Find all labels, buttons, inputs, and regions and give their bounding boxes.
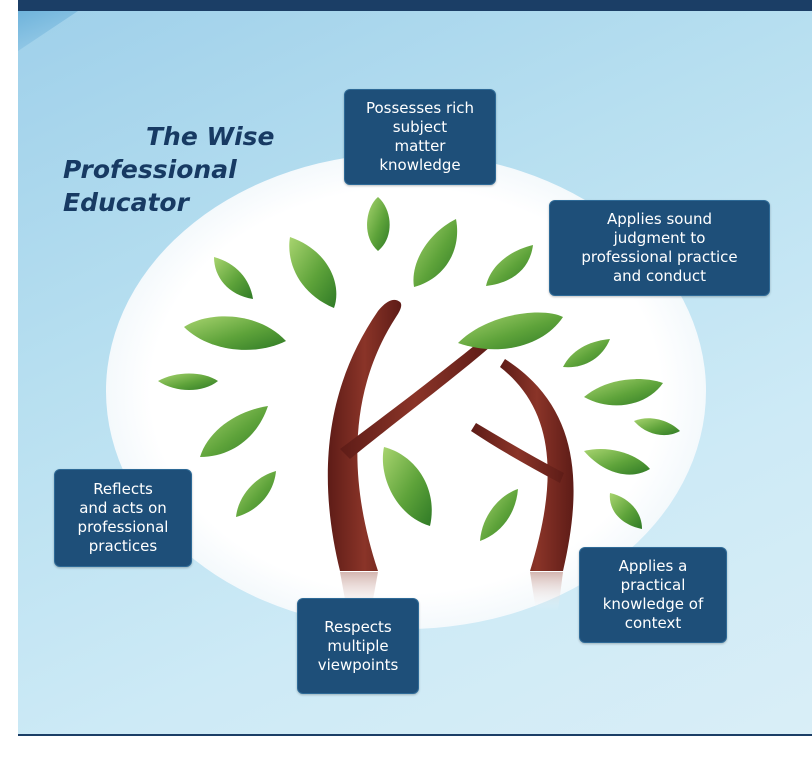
quality-line: and conduct (612, 267, 707, 285)
quality-box-sound-judgment: Applies sound judgment to professional p… (549, 200, 770, 296)
quality-line: knowledge (379, 156, 461, 174)
tree-trunk (327, 299, 574, 571)
leaves (158, 197, 680, 541)
quality-line: Applies sound (607, 210, 712, 228)
quality-line: judgment to (613, 229, 706, 247)
slide-frame: The Wise Professional Educator Possesses… (18, 0, 812, 761)
quality-line: professional practice (581, 248, 738, 266)
quality-line: practical (620, 576, 686, 594)
quality-line: practices (88, 537, 158, 555)
quality-line: and acts on (79, 499, 167, 517)
bottom-rule (18, 734, 812, 736)
quality-box-reflects: Reflects and acts on professional practi… (54, 469, 192, 567)
quality-line: knowledge of (602, 595, 704, 613)
title-line-1: The Wise (146, 122, 275, 151)
quality-line: matter (394, 137, 446, 155)
quality-line: Applies a (618, 557, 688, 575)
quality-line: Possesses rich (365, 99, 475, 117)
quality-line: Reflects (93, 480, 153, 498)
quality-line: professional (77, 518, 169, 536)
quality-box-viewpoints: Respects multiple viewpoints (297, 598, 419, 694)
quality-box-practical-knowledge: Applies a practical knowledge of context (579, 547, 727, 643)
quality-box-subject-knowledge: Possesses rich subject matter knowledge (344, 89, 496, 185)
top-bar (18, 0, 812, 11)
quality-line: context (624, 614, 682, 632)
quality-line: subject (392, 118, 448, 136)
quality-line: Respects (324, 617, 392, 636)
title-line-3: Educator (63, 188, 189, 217)
quality-line: viewpoints (317, 655, 399, 674)
title-line-2: Professional (63, 155, 237, 184)
slide-panel: The Wise Professional Educator Possesses… (18, 11, 812, 734)
quality-line: multiple (327, 636, 389, 655)
